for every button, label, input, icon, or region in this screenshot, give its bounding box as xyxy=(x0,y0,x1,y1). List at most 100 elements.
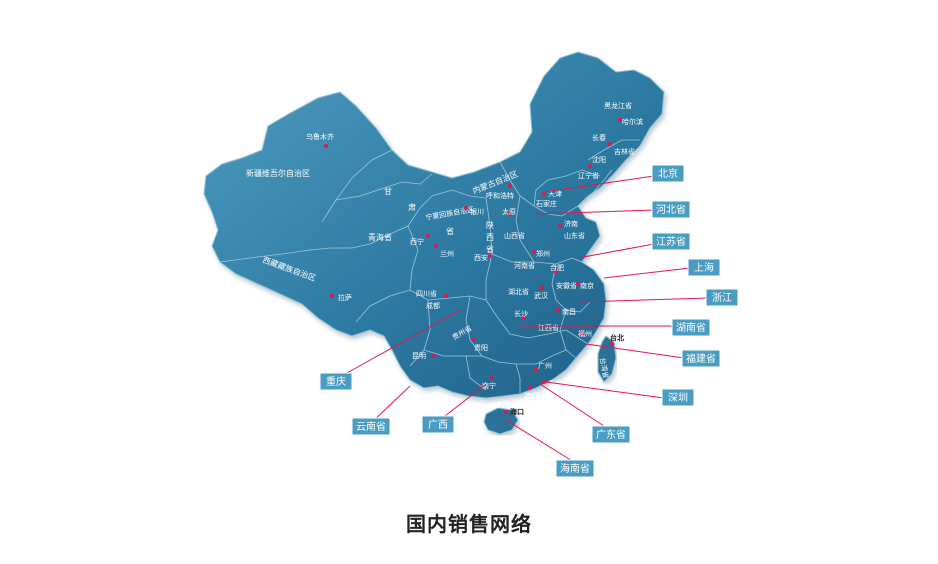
callout-guangdong[interactable]: 广东省 xyxy=(591,425,631,444)
city-dot-guiyang xyxy=(472,338,476,342)
city-label-haikou: 海口 xyxy=(510,407,524,416)
callout-label-hunan: 湖南省 xyxy=(676,321,706,334)
city-label-jinan: 济南 xyxy=(564,219,578,228)
province-borders xyxy=(219,139,640,394)
city-label-lanzhou: 兰州 xyxy=(440,249,454,258)
city-dot-kunming xyxy=(432,354,436,358)
callout-shenzhen[interactable]: 深圳 xyxy=(661,388,695,407)
callout-label-guangdong: 广东省 xyxy=(596,428,626,441)
region-label-shaanxi-3: 省 xyxy=(486,244,494,254)
city-label-shenyang: 沈阳 xyxy=(592,155,606,164)
city-dot-jinan xyxy=(558,224,562,228)
city-dot-guangzhou xyxy=(534,368,538,372)
city-label-guangzhou: 广州 xyxy=(538,361,552,370)
region-label-qinghai: 青海省 xyxy=(368,232,392,242)
city-label-hefei: 合肥 xyxy=(550,263,564,272)
city-dot-macau xyxy=(528,386,532,390)
city-dot-hongkong xyxy=(542,380,546,384)
callout-chongqing[interactable]: 重庆 xyxy=(319,372,353,391)
region-label-hebei: 石家庄 xyxy=(536,199,557,208)
city-label-urumqi: 乌鲁木齐 xyxy=(306,132,334,141)
city-label-yinchuan: 银川 xyxy=(470,207,484,216)
region-label-sichuan: 四川省 xyxy=(416,289,437,298)
callout-zhejiang[interactable]: 浙江 xyxy=(705,288,739,307)
city-label-nanning: 南宁 xyxy=(482,381,496,390)
callout-beijing[interactable]: 北京 xyxy=(651,164,685,183)
region-label-henan: 河南省 xyxy=(514,261,535,270)
city-dot-hohhot xyxy=(508,184,512,188)
callout-label-shanghai: 上海 xyxy=(694,261,714,274)
city-label-hohhot: 呼和浩特 xyxy=(486,191,514,200)
callout-guangxi[interactable]: 广西 xyxy=(421,415,455,434)
leader-hainan xyxy=(505,419,575,463)
region-label-shaanxi-1: 陕 xyxy=(486,220,494,230)
city-label-taiyuan: 太原 xyxy=(502,207,516,216)
city-label-changsha: 长沙 xyxy=(514,309,528,318)
callout-yunnan[interactable]: 云南省 xyxy=(351,417,391,436)
leader-guangdong xyxy=(539,383,611,431)
leader-chongqing xyxy=(337,309,461,379)
city-label-tianjin: 天津 xyxy=(548,190,562,198)
city-label-xining: 西宁 xyxy=(410,237,424,246)
china-mainland-shape xyxy=(203,51,665,399)
callout-label-hainan: 海南省 xyxy=(560,462,590,475)
leader-beijing xyxy=(543,175,655,193)
city-label-guiyang: 贵阳 xyxy=(474,343,488,352)
city-dot-chengdu xyxy=(444,294,448,298)
region-label-gansu-1: 甘 xyxy=(384,186,392,196)
callout-hebei[interactable]: 河北省 xyxy=(651,200,691,219)
region-label-shandong: 山东省 xyxy=(564,231,585,240)
callout-jiangsu[interactable]: 江苏省 xyxy=(651,232,691,251)
city-label-fuzhou: 福州 xyxy=(578,329,592,338)
leader-hebei xyxy=(535,209,655,215)
city-dot-xian xyxy=(488,254,492,258)
city-dot-nanchang xyxy=(556,308,560,312)
city-dot-lanzhou xyxy=(434,244,438,248)
city-dot-lhasa xyxy=(330,294,334,298)
region-label-shanxi: 山西省 xyxy=(504,231,525,240)
city-dot-hefei xyxy=(554,270,558,274)
city-label-lhasa: 拉萨 xyxy=(338,293,352,302)
region-label-gansu-2: 肃 xyxy=(408,202,416,212)
city-dot-wuhan xyxy=(540,286,544,290)
city-dot-nanjing xyxy=(576,282,580,286)
city-dot-yinchuan xyxy=(464,206,468,210)
city-label-harbin: 哈尔滨 xyxy=(622,117,643,126)
region-label-anhui: 安徽省 xyxy=(556,281,577,290)
region-label-jiangxi: 江西省 xyxy=(538,323,559,332)
region-label-taiwan: 台湾省 xyxy=(598,357,611,379)
region-label-hubei: 湖北省 xyxy=(508,287,529,296)
callout-shanghai[interactable]: 上海 xyxy=(687,258,721,277)
callout-label-jiangsu: 江苏省 xyxy=(656,235,686,248)
city-dot-zhengzhou xyxy=(532,250,536,254)
callout-fujian[interactable]: 福建省 xyxy=(681,349,721,368)
callout-label-fujian: 福建省 xyxy=(686,352,716,365)
city-label-xian: 西安 xyxy=(474,253,488,262)
callouts: 北京 河北省 江苏省 上海 浙江 湖南省 福建省 深圳 xyxy=(319,164,739,478)
region-label-xinjiang: 新疆维吾尔自治区 xyxy=(246,168,310,178)
region-label-jilin: 吉林省 xyxy=(614,147,635,156)
leader-guangxi xyxy=(439,383,487,421)
leader-fujian xyxy=(585,343,685,359)
city-dot-fuzhou xyxy=(580,332,584,336)
city-dot-haikou xyxy=(504,410,508,414)
city-dot-xining xyxy=(426,234,430,238)
city-label-changchun: 长春 xyxy=(592,133,606,142)
city-dot-shenyang xyxy=(588,164,592,168)
leader-shanghai xyxy=(603,267,691,279)
callout-hainan[interactable]: 海南省 xyxy=(555,459,595,478)
leader-shenzhen xyxy=(545,381,665,399)
city-label-chengdu: 成都 xyxy=(426,301,440,310)
callout-hunan[interactable]: 湖南省 xyxy=(671,318,711,337)
city-label-macau: 澳门 xyxy=(524,391,538,400)
city-label-kunming: 昆明 xyxy=(412,352,426,360)
leader-zhejiang xyxy=(579,297,709,303)
callout-label-shenzhen: 深圳 xyxy=(668,392,688,404)
callout-label-hebei: 河北省 xyxy=(656,203,686,216)
region-label-gansu-3: 省 xyxy=(446,226,454,236)
city-label-nanjing: 南京 xyxy=(580,281,594,290)
city-dot-urumqi xyxy=(324,144,328,148)
city-label-nanchang: 南昌 xyxy=(562,307,576,316)
city-dot-changsha xyxy=(522,316,526,320)
